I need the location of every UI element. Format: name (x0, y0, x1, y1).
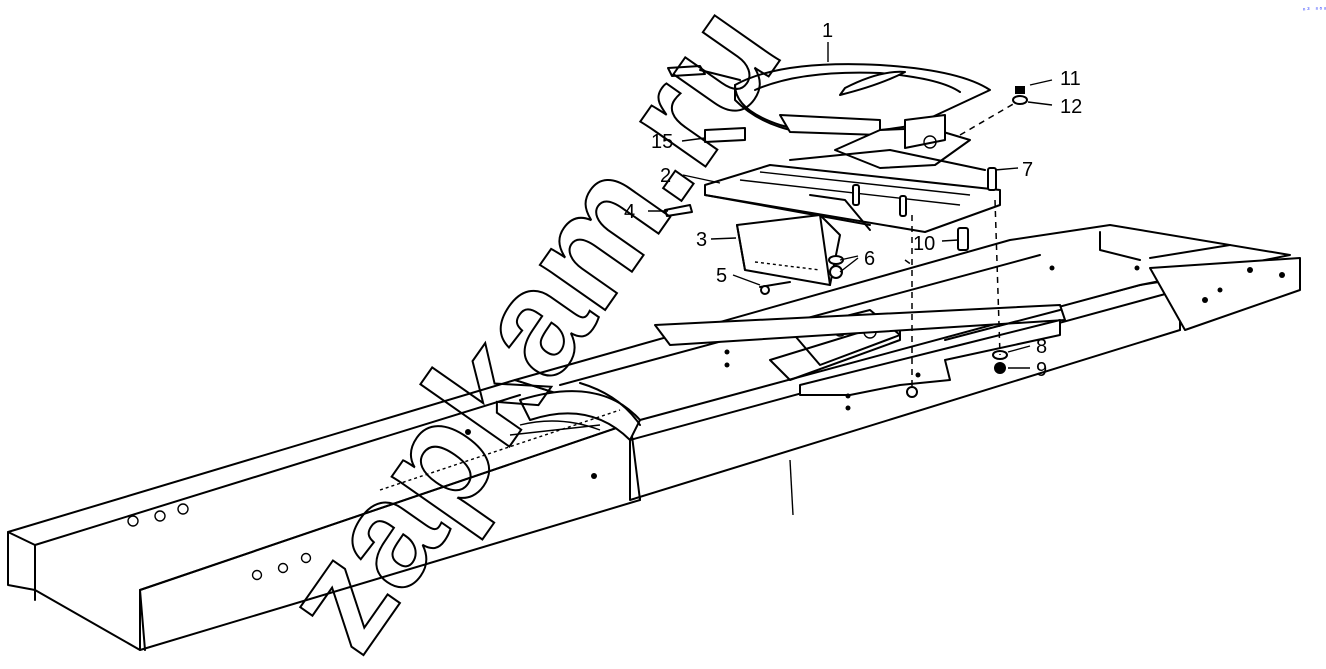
callout-11: 11 (1060, 68, 1081, 90)
callout-2: 2 (660, 165, 671, 187)
callout-1: 1 (822, 20, 833, 42)
callout-8: 8 (1036, 336, 1047, 358)
callout-9: 9 (1036, 359, 1047, 381)
callout-7: 7 (1022, 159, 1033, 181)
callout-6: 6 (864, 248, 875, 270)
callout-12: 12 (1060, 96, 1082, 118)
callout-4: 4 (624, 201, 635, 223)
callout-15: 15 (651, 131, 673, 153)
assembly-guide-lines (904, 102, 1016, 390)
chassis-frame (7, 224, 1301, 651)
fifth-wheel-assembly (664, 63, 1028, 398)
leader-lines (648, 42, 1053, 516)
corner-tag: ⁿ³ ⁸⁰⁸ (1302, 6, 1326, 15)
callout-labels: 1 11 12 15 2 7 4 3 10 6 5 8 9 (624, 20, 1082, 381)
callout-3: 3 (696, 229, 707, 251)
callout-5: 5 (716, 265, 727, 287)
callout-10: 10 (913, 233, 935, 255)
